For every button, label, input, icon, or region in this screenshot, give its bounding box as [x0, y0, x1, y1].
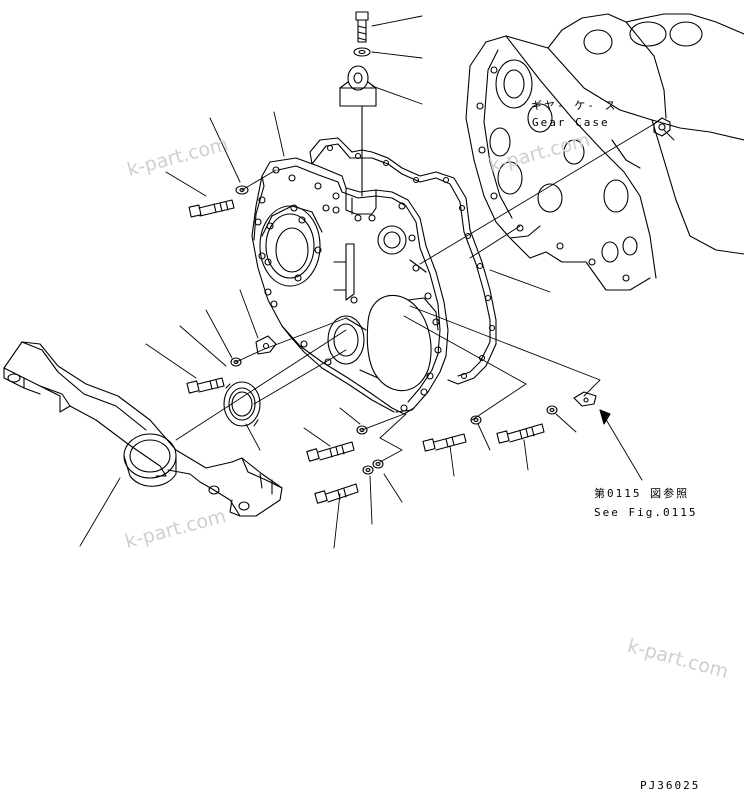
see-fig-label-en: See Fig.0115	[594, 506, 698, 519]
front-cover	[251, 157, 449, 415]
washer-mid-left	[230, 357, 242, 367]
washer-lower-4	[470, 415, 482, 425]
leader-lines	[79, 15, 675, 549]
nut	[653, 117, 671, 137]
washer-lower-1	[356, 425, 368, 435]
bolt-lower-4	[496, 423, 545, 444]
housing-bracket	[3, 341, 283, 517]
bolt-lower-3	[422, 433, 467, 452]
bolt-lower-2	[314, 483, 359, 504]
washer-top	[353, 47, 371, 57]
assembly-lines	[175, 123, 655, 463]
washer-lower-3	[372, 459, 384, 469]
bolt-upper-left	[188, 199, 235, 218]
arrowhead	[599, 409, 611, 425]
gear-case	[465, 13, 744, 291]
gasket	[309, 137, 497, 385]
bolt-lower-1	[306, 441, 355, 462]
bolt-mid-left	[186, 377, 225, 394]
page-code: PJ36025	[640, 779, 701, 792]
lifting-eye	[339, 65, 377, 107]
gear-case-label-jp: ギヤ- ケ- ス	[531, 99, 618, 112]
bolt-top	[355, 11, 369, 43]
gear-case-label-en: Gear Case	[532, 116, 610, 129]
washer-upper-left	[235, 185, 249, 195]
clip	[573, 391, 597, 407]
washer-lower-5	[546, 405, 558, 415]
washer-lower-2	[362, 465, 374, 475]
see-fig-label-jp: 第0115 図参照	[594, 487, 690, 500]
